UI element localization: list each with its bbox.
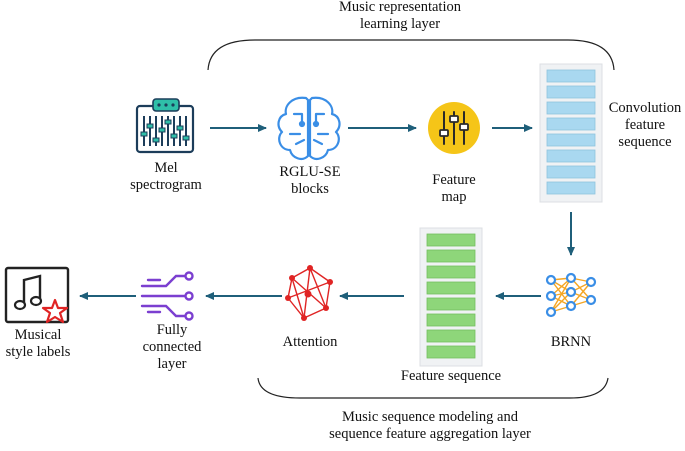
- musical-style-labels-label: Musical style labels: [5, 327, 71, 360]
- brain-circuit-icon: [277, 96, 341, 160]
- attention-network-icon: [285, 265, 333, 321]
- top-layer-bracket: [207, 39, 615, 71]
- music-star-icon: [4, 266, 70, 324]
- circuit-icon: [140, 271, 194, 321]
- sliders-icon: [428, 102, 480, 154]
- brnn-label: BRNN: [550, 334, 592, 350]
- fully-connected-layer-label: Fully connected layer: [142, 322, 202, 372]
- top-layer-label: Music representation learning layer: [338, 0, 461, 32]
- neural-network-icon: [545, 272, 597, 318]
- bottom-layer-bracket: [257, 377, 609, 399]
- spectrogram-icon: [135, 98, 195, 154]
- mel-spectrogram-label: Mel spectrogram: [130, 160, 202, 193]
- feature-map-label: Feature map: [432, 172, 476, 205]
- rglu-se-label: RGLU-SE blocks: [279, 164, 341, 197]
- blue-sequence-column: [539, 63, 603, 203]
- convolution-feature-sequence-label: Convolution feature sequence: [608, 100, 682, 150]
- attention-label: Attention: [282, 334, 338, 350]
- feature-sequence-label: Feature sequence: [400, 368, 502, 384]
- green-sequence-column: [419, 227, 483, 367]
- bottom-layer-label: Music sequence modeling and sequence fea…: [329, 409, 531, 442]
